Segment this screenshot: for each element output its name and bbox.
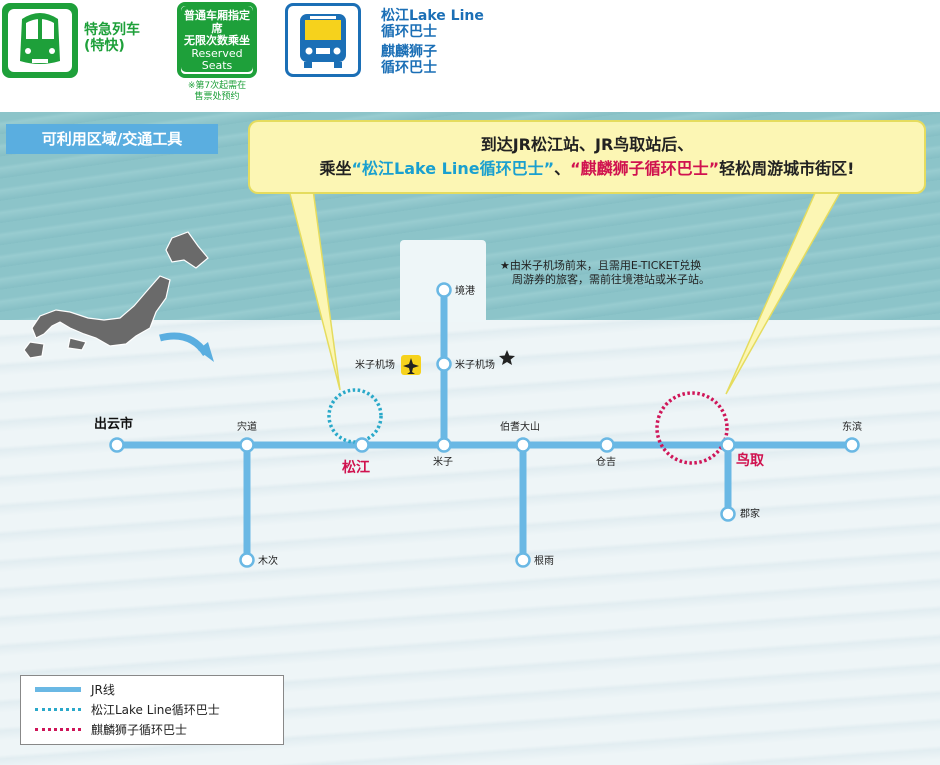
airport-note: ★由米子机场前来，且需用E-TICKET兑换 周游券的旅客，需前往境港站或米子站… (500, 259, 710, 286)
label-kurayoshi: 仓吉 (596, 455, 616, 468)
label-koge: 郡家 (740, 507, 760, 520)
callout-pointer-matsue (286, 181, 341, 391)
label-yonago: 米子 (433, 455, 453, 468)
label-matsue: 松江 (342, 459, 370, 476)
airplane-icon (401, 355, 421, 375)
area-tag: 可利用区域/交通工具 (6, 124, 218, 154)
station-shinji (239, 437, 255, 453)
label-yonago-airport-station: 米子机场 (455, 358, 495, 371)
kirin-loop (655, 391, 729, 465)
label-neu: 根雨 (534, 554, 554, 567)
label-izumoshi: 出云市 (94, 416, 133, 432)
bus-kirin-label: 麒麟狮子 循环巴士 (381, 44, 437, 76)
limited-express-label: 特急列车 (特快) (84, 22, 140, 54)
station-sakaiminato (436, 282, 452, 298)
station-izumoshi (109, 437, 125, 453)
station-kurayoshi (599, 437, 615, 453)
label-yonago-airport: 米子机场 (355, 358, 395, 371)
station-hokidaisen (515, 437, 531, 453)
lake-line-loop (327, 388, 383, 444)
route-legend: JR线 松江Lake Line循环巴士 麒麟狮子循环巴士 (20, 675, 284, 745)
arrow-icon (159, 332, 209, 357)
label-tottori: 鸟取 (736, 452, 765, 469)
station-koge (720, 506, 736, 522)
route-map: 可利用区域/交通工具 ★由米子机场前来，且需用E-TICKET兑换 周游券的旅客… (0, 112, 940, 765)
label-hokidaisen: 伯耆大山 (500, 420, 540, 433)
station-matsue (354, 437, 370, 453)
station-neu (515, 552, 531, 568)
legend-lake-line: 松江Lake Line循环巴士 (35, 701, 275, 719)
label-kisuki: 木次 (258, 554, 278, 567)
reserved-seats-note: ※第7次起需在 售票处预约 (187, 81, 247, 102)
stations (109, 282, 860, 568)
label-sakaiminato: 境港 (455, 284, 475, 297)
star-icon (499, 350, 515, 365)
japan-map-icon (23, 231, 209, 359)
station-tohama (844, 437, 860, 453)
train-icon (2, 3, 78, 78)
label-shinji: 宍道 (237, 420, 257, 433)
route-svg: 出云市 宍道 木次 松江 米子 米子机场 米子机场 境港 伯耆大山 根雨 仓吉 … (23, 181, 862, 568)
station-tottori (720, 437, 736, 453)
legend-kirin: 麒麟狮子循环巴士 (35, 721, 275, 739)
legend-jr: JR线 (35, 681, 275, 699)
header-legend: 特急列车 (特快) 普通车厢指定席 无限次数乘坐 Reserved Seats … (0, 0, 940, 112)
bus-lake-label: 松江Lake Line 循环巴士 (381, 8, 484, 40)
callout-box: 到达JR松江站、JR鸟取站后、 乘坐“松江Lake Line循环巴士”、“麒麟狮… (248, 120, 926, 194)
callout-pointer-tottori (725, 181, 848, 395)
label-tohama: 东滨 (842, 420, 862, 433)
reserved-seats-label: 普通车厢指定席 无限次数乘坐 Reserved Seats (181, 6, 253, 72)
station-yonago-airport (436, 356, 452, 372)
station-kisuki (239, 552, 255, 568)
bus-icon (285, 3, 361, 77)
station-yonago (436, 437, 452, 453)
